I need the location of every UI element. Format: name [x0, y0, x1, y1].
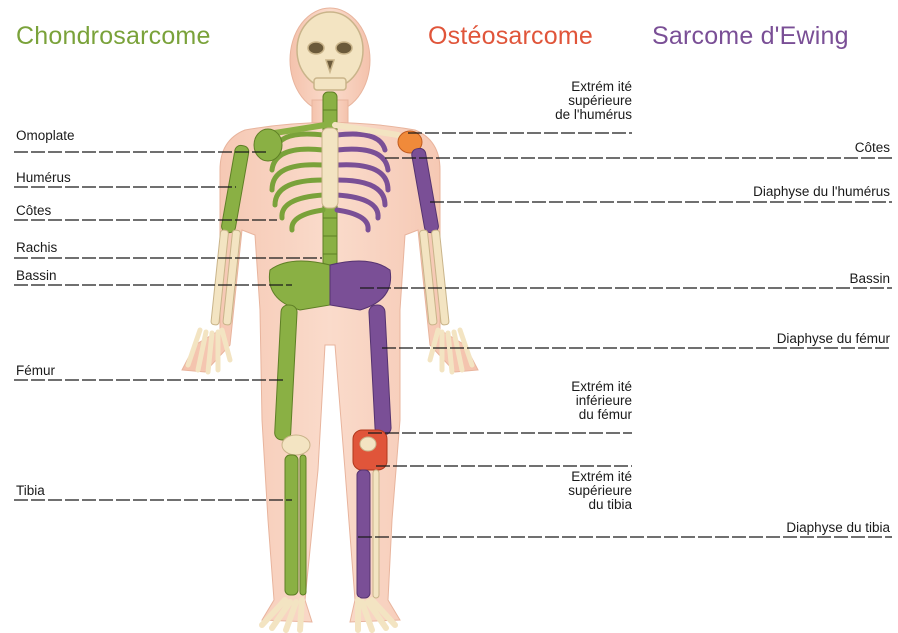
label-extremite-sup-humerus: Extrém ité supérieure de l'humérus: [555, 80, 632, 122]
label-tibia: Tibia: [16, 483, 45, 498]
label-rachis: Rachis: [16, 240, 57, 255]
label-extremite-sup-tibia: Extrém ité supérieure du tibia: [568, 470, 632, 512]
label-bassin-left: Bassin: [16, 268, 57, 283]
label-diaphyse-tibia: Diaphyse du tibia: [786, 520, 890, 535]
label-extremite-inf-femur: Extrém ité inférieure du fémur: [571, 380, 632, 422]
label-cotes-left: Côtes: [16, 203, 51, 218]
sternum: [322, 128, 338, 208]
scapula-left: [254, 129, 282, 161]
label-femur: Fémur: [16, 363, 55, 378]
label-diaphyse-femur: Diaphyse du fémur: [777, 331, 890, 346]
label-omoplate: Omoplate: [16, 128, 75, 143]
label-diaphyse-humerus: Diaphyse du l'humérus: [753, 184, 890, 199]
label-cotes-right: Côtes: [855, 140, 890, 155]
label-humerus-left: Humérus: [16, 170, 71, 185]
label-bassin-right: Bassin: [849, 271, 890, 286]
